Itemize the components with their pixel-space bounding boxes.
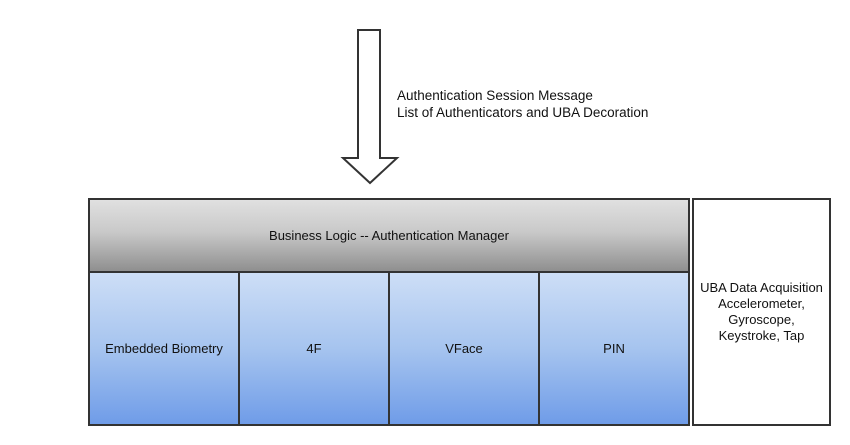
authentication-manager-box: Business Logic -- Authentication Manager… (88, 198, 690, 426)
authenticator-label: PIN (603, 341, 625, 356)
authenticator-box-vface: VFace (388, 273, 538, 424)
manager-header: Business Logic -- Authentication Manager (90, 200, 688, 273)
arrow-annotation: Authentication Session Message List of A… (397, 87, 648, 121)
arrow-annotation-line2: List of Authenticators and UBA Decoratio… (397, 105, 649, 120)
authenticator-row: Embedded Biometry 4F VFace PIN (90, 273, 688, 424)
authenticator-label: VFace (445, 341, 483, 356)
authenticator-box-pin: PIN (538, 273, 688, 424)
authenticator-label: Embedded Biometry (105, 341, 223, 356)
authenticator-box-embedded-biometry: Embedded Biometry (90, 273, 238, 424)
uba-box-label: UBA Data Acquisition Accelerometer, Gyro… (700, 280, 823, 343)
arrow-annotation-line1: Authentication Session Message (397, 88, 593, 103)
manager-header-label: Business Logic -- Authentication Manager (269, 228, 509, 243)
uba-data-acquisition-box: UBA Data Acquisition Accelerometer, Gyro… (692, 198, 831, 426)
authenticator-label: 4F (306, 341, 322, 356)
authenticator-box-4f: 4F (238, 273, 388, 424)
